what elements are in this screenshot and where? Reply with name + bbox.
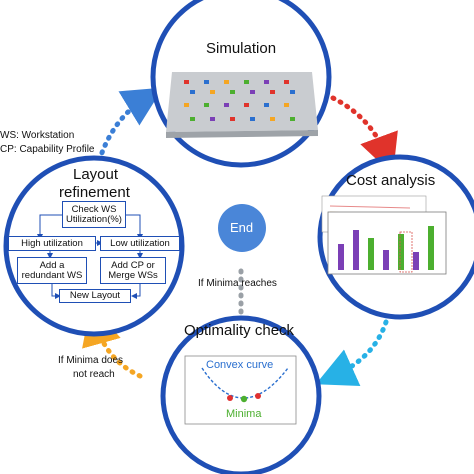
layout-refinement-title-line2: refinement	[59, 184, 130, 201]
cost-analysis-title: Cost analysis	[346, 172, 436, 189]
high-label: High utilization	[21, 237, 83, 249]
workstation-marker	[204, 103, 209, 107]
simulation-layout-image	[166, 72, 318, 138]
workstation-marker	[290, 117, 295, 121]
workstation-marker	[230, 90, 235, 94]
add-ws-line1: Add a	[39, 259, 65, 271]
add-cp-merge-box: Add CP or Merge WSs	[100, 257, 166, 284]
legend-ws: WS: Workstation	[0, 130, 75, 141]
edge-label-minima-not-line1: If Minima does	[58, 355, 124, 366]
workstation-marker	[204, 80, 209, 84]
workstation-marker	[264, 103, 269, 107]
cost-bar	[413, 252, 419, 270]
low-label: Low utilization	[110, 237, 170, 249]
workstation-marker	[190, 90, 195, 94]
workstation-marker	[230, 117, 235, 121]
edge-label-minima-reaches: If Minima reaches	[198, 278, 277, 289]
workstation-marker	[284, 103, 289, 107]
workstation-marker	[184, 103, 189, 107]
workstation-marker	[284, 80, 289, 84]
convex-curve-label: Convex curve	[206, 359, 274, 371]
cost-bar	[368, 238, 374, 270]
cost-analysis-image	[321, 195, 447, 275]
arrow-simulation-to-cost	[330, 95, 398, 175]
add-cp-line1: Add CP or	[111, 259, 155, 271]
high-utilization-box: High utilization	[8, 236, 96, 251]
add-redundant-ws-box: Add a redundant WS	[17, 257, 87, 284]
workstation-marker	[224, 80, 229, 84]
simulation-title: Simulation	[206, 40, 277, 57]
new-layout-label: New Layout	[69, 290, 121, 302]
optimality-plot	[184, 355, 297, 425]
layout-refinement-title-line1: Layout	[73, 166, 119, 183]
check-line2: Utilization(%)	[66, 213, 122, 225]
end-node	[218, 204, 266, 252]
edge-label-minima-not-line2: not reach	[73, 369, 115, 380]
workstation-marker	[250, 90, 255, 94]
workstation-marker	[264, 80, 269, 84]
workstation-marker	[210, 90, 215, 94]
workstation-marker	[190, 117, 195, 121]
flowchart-connectors	[37, 214, 143, 299]
new-layout-box: New Layout	[59, 289, 131, 303]
optimality-check-title: Optimality check	[184, 322, 295, 339]
check-ws-utilization-box: Check WS Utilization(%)	[62, 201, 126, 228]
check-line1: Check WS	[71, 203, 117, 215]
low-utilization-box: Low utilization	[100, 236, 180, 251]
cost-bar	[428, 226, 434, 270]
end-label: End	[230, 220, 254, 235]
cost-bar	[353, 230, 359, 270]
workstation-marker	[184, 80, 189, 84]
cost-bar	[398, 234, 404, 270]
workstation-marker	[244, 80, 249, 84]
workstation-marker	[270, 117, 275, 121]
workstation-marker	[244, 103, 249, 107]
legend-cp: CP: Capability Profile	[0, 144, 95, 155]
add-cp-line2: Merge WSs	[108, 269, 158, 281]
workstation-marker	[224, 103, 229, 107]
minima-label: Minima	[226, 408, 262, 420]
add-ws-line2: redundant WS	[21, 269, 83, 281]
workstation-marker	[290, 90, 295, 94]
workstation-marker	[270, 90, 275, 94]
cost-bar	[338, 244, 344, 270]
workstation-marker	[210, 117, 215, 121]
arrow-cost-to-optimality	[315, 319, 389, 387]
workstation-marker	[250, 117, 255, 121]
cost-bar	[383, 250, 389, 270]
